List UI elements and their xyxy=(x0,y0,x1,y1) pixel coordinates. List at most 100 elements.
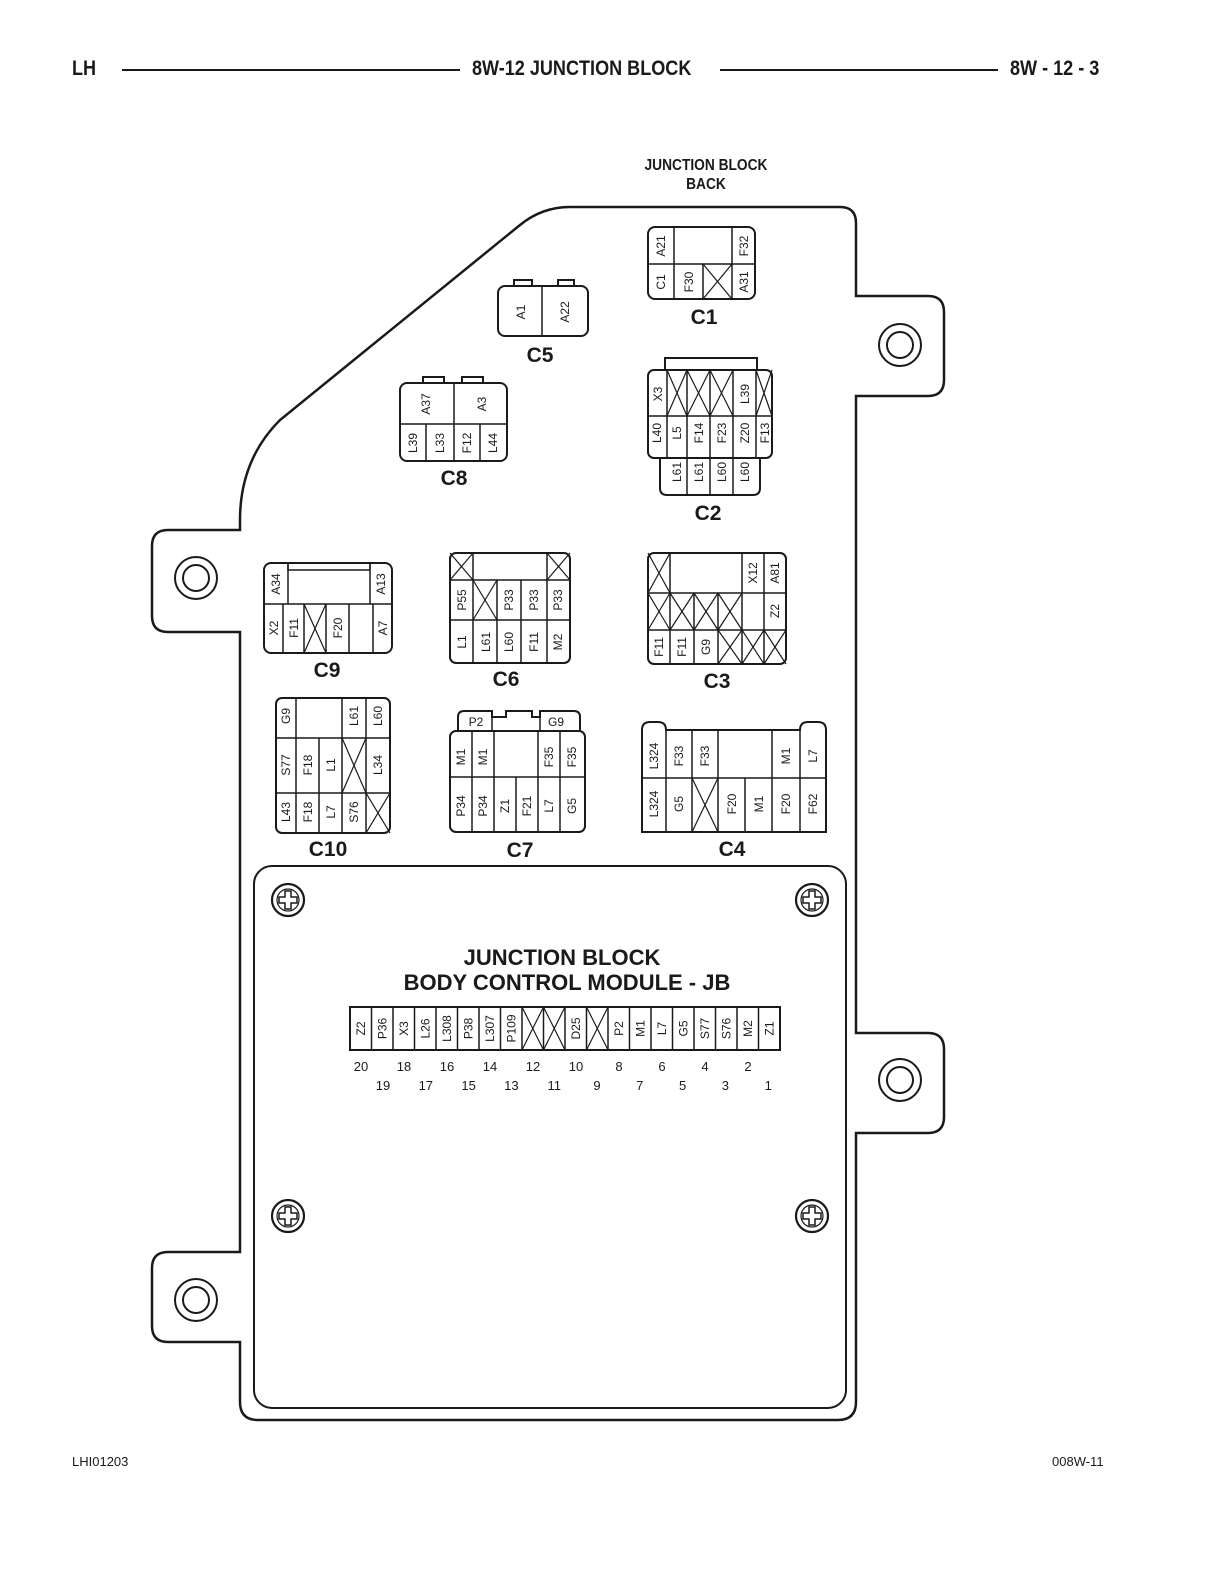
connector-label: C4 xyxy=(719,838,746,861)
connector-c8: A37 A3 L39 L33 F12 L44 C8 xyxy=(399,376,508,490)
pin-label: L60 xyxy=(738,462,752,482)
empty-cavity-mark xyxy=(542,1006,566,1051)
connector-c4: L324 F33 F33 M1 L7 L324 G5 F20 M1 F20 F6… xyxy=(641,721,827,861)
pin-label: F12 xyxy=(460,432,474,453)
cavity-number: 2 xyxy=(744,1059,751,1074)
pin-label: L61 xyxy=(479,632,493,652)
pin-label: L33 xyxy=(433,433,447,453)
junction-block-housing xyxy=(150,205,946,1422)
pin-label: L39 xyxy=(738,384,752,404)
header-rule-left xyxy=(122,69,460,71)
pin-label: F20 xyxy=(725,793,739,814)
pin-label: G5 xyxy=(565,798,579,814)
pin-label: S76 xyxy=(347,801,361,823)
pin-label: G5 xyxy=(672,796,686,812)
bcm-pin-label: M1 xyxy=(633,1020,647,1037)
pin-label: L44 xyxy=(486,433,500,453)
pin-label: L5 xyxy=(670,426,684,440)
pin-label: L1 xyxy=(324,758,338,772)
pin-label: L60 xyxy=(715,462,729,482)
pin-label: G9 xyxy=(699,639,713,655)
pin-label: F20 xyxy=(779,793,793,814)
cavity-number: 20 xyxy=(354,1059,368,1074)
pin-label: Z1 xyxy=(498,799,512,813)
cavity-number: 15 xyxy=(461,1078,475,1093)
connector-label: C10 xyxy=(309,838,348,861)
screw-icon xyxy=(270,882,306,918)
pin-label: F11 xyxy=(675,637,689,657)
cavity-number: 6 xyxy=(658,1059,665,1074)
cavity-number: 5 xyxy=(679,1078,686,1093)
screw-icon xyxy=(270,1198,306,1234)
pin-label: F13 xyxy=(758,422,772,443)
pin-label: P33 xyxy=(527,589,541,611)
pin-label: L324 xyxy=(647,742,661,769)
pin-label: L324 xyxy=(647,790,661,817)
connector-label: C9 xyxy=(314,659,341,682)
screw-icon xyxy=(794,1198,830,1234)
bcm-pin-label: P2 xyxy=(612,1021,626,1036)
pin-label: M1 xyxy=(752,795,766,812)
module-title-line2: BODY CONTROL MODULE - JB xyxy=(404,970,731,995)
cavity-number: 3 xyxy=(722,1078,729,1093)
pin-label: L40 xyxy=(650,423,664,443)
pin-label: A21 xyxy=(654,235,668,257)
cavity-number: 8 xyxy=(615,1059,622,1074)
connector-c7: P2 G9 M1 M1 F35 F35 P34 P34 Z1 F21 L7 G5… xyxy=(449,710,586,862)
back-label-line1: JUNCTION BLOCK xyxy=(645,156,768,174)
pin-label: F33 xyxy=(698,745,712,766)
connector-label: C2 xyxy=(695,502,722,525)
pin-label: A37 xyxy=(419,393,433,415)
pin-label: P55 xyxy=(455,589,469,611)
pin-label: L7 xyxy=(542,799,556,813)
pin-label: X2 xyxy=(267,620,281,635)
bcm-pin-label: M2 xyxy=(741,1020,755,1037)
bcm-pin-label: L26 xyxy=(418,1018,432,1038)
connector-label: C6 xyxy=(493,668,520,691)
connector-label: C8 xyxy=(441,467,468,490)
pin-label: G9 xyxy=(279,708,293,724)
pin-label: P2 xyxy=(469,715,484,729)
pin-label: P34 xyxy=(476,795,490,817)
connector-c9: A34 A13 X2 F11 F20 A7 C9 xyxy=(263,562,393,682)
pin-label: M1 xyxy=(476,748,490,765)
pin-label: F18 xyxy=(301,754,315,775)
pin-label: Z2 xyxy=(768,604,782,618)
pin-label: F33 xyxy=(672,745,686,766)
connector-c10: G9 L61 L60 S77 F18 L1 L34 L43 F18 L7 S76… xyxy=(275,697,391,861)
pin-label: M1 xyxy=(779,747,793,764)
connector-label: C5 xyxy=(527,344,554,367)
pin-label: X12 xyxy=(746,562,760,584)
pin-label: F20 xyxy=(331,617,345,638)
bcm-pin-label: L7 xyxy=(655,1022,669,1036)
mounting-hole xyxy=(878,1058,922,1102)
pin-label: F18 xyxy=(301,801,315,822)
cavity-number: 14 xyxy=(483,1059,497,1074)
pin-label: F35 xyxy=(565,746,579,767)
bcm-pin-label: G5 xyxy=(676,1020,690,1036)
header-page-number: 8W - 12 - 3 xyxy=(1010,57,1100,80)
pin-label: F11 xyxy=(652,637,666,657)
pin-label: F21 xyxy=(520,795,534,816)
pin-label: A13 xyxy=(374,573,388,595)
pin-label: L1 xyxy=(455,635,469,649)
connector-label: C7 xyxy=(507,839,534,862)
pin-label: F30 xyxy=(682,271,696,292)
cavity-number: 13 xyxy=(504,1078,518,1093)
bcm-pin-label: L308 xyxy=(440,1015,454,1042)
bcm-pin-label: S76 xyxy=(719,1018,733,1040)
header-title: 8W-12 JUNCTION BLOCK xyxy=(472,57,692,80)
header-rule-right xyxy=(720,69,998,71)
cavity-number: 4 xyxy=(701,1059,708,1074)
pin-label: X3 xyxy=(651,386,665,401)
pin-label: A1 xyxy=(514,304,528,319)
pin-label: A31 xyxy=(737,271,751,293)
bcm-pin-label: S77 xyxy=(698,1018,712,1040)
pin-label: A3 xyxy=(475,396,489,411)
cavity-number: 12 xyxy=(526,1059,540,1074)
bcm-pin-label: Z1 xyxy=(762,1021,776,1035)
pin-label: C1 xyxy=(654,274,668,290)
cavity-number: 1 xyxy=(765,1078,772,1093)
